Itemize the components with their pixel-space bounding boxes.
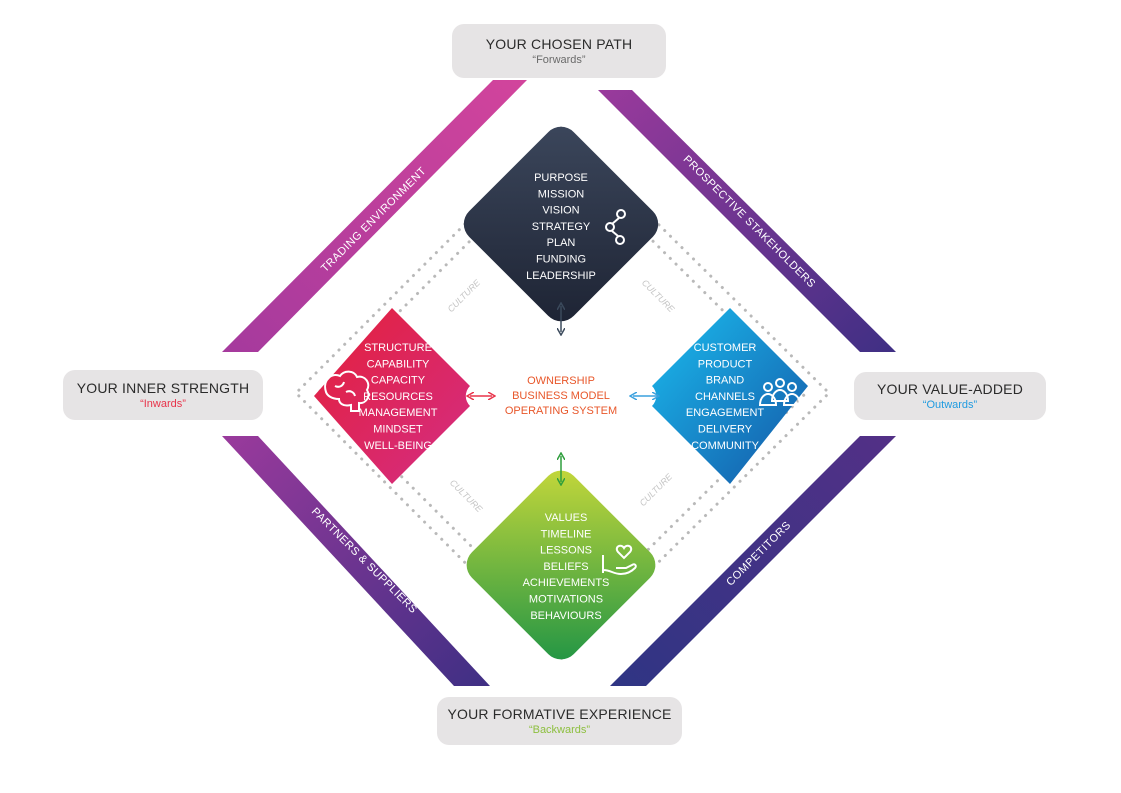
diamond-right-list: CUSTOMER PRODUCT BRAND CHANNELS ENGAGEMENT DE… <box>686 342 765 452</box>
diamond-right-item-4: ENGAGEMENT <box>686 407 765 419</box>
band-partners-suppliers: PARTNERS & SUPPLIERS <box>222 436 490 686</box>
diamond-bottom-item-0: VALUES <box>545 512 588 524</box>
callout-title: YOUR FORMATIVE EXPERIENCE <box>447 706 672 722</box>
diamond-right-item-1: PRODUCT <box>698 358 753 370</box>
diamond-top-item-5: FUNDING <box>536 254 586 266</box>
callout-title: YOUR INNER STRENGTH <box>76 380 250 396</box>
diamond-bottom-item-3: BELIEFS <box>543 561 588 573</box>
culture-label-bottom-left: CULTURE <box>448 478 485 515</box>
center-line-1: BUSINESS MODEL <box>512 390 610 402</box>
diamond-left-item-4: MANAGEMENT <box>359 407 438 419</box>
callout-title: YOUR VALUE-ADDED <box>876 381 1024 397</box>
callout-subtitle: “Inwards” <box>140 398 186 410</box>
diamond-left-item-3: RESOURCES <box>363 391 433 403</box>
diamond-left-item-5: MINDSET <box>373 424 423 436</box>
callout-formative-experience: YOUR FORMATIVE EXPERIENCE “Backwards” <box>437 697 682 745</box>
people-group-icon <box>758 378 802 406</box>
callout-title: YOUR CHOSEN PATH <box>485 36 633 52</box>
diamond-top-item-4: PLAN <box>547 237 576 249</box>
diamond-top-item-2: VISION <box>542 205 579 217</box>
diamond-right-item-0: CUSTOMER <box>694 342 757 354</box>
center-label: OWNERSHIP BUSINESS MODEL OPERATING SYSTEM <box>505 375 617 417</box>
band-label-prospective-stakeholders: PROSPECTIVE STAKEHOLDERS <box>681 153 818 290</box>
diamond-right-item-2: BRAND <box>706 375 745 387</box>
diamond-right-item-5: DELIVERY <box>698 424 753 436</box>
diamond-right-item-3: CHANNELS <box>695 391 755 403</box>
diamond-left-item-0: STRUCTURE <box>364 342 432 354</box>
callout-inner-strength: YOUR INNER STRENGTH “Inwards” <box>63 370 263 420</box>
diamond-top-list: PURPOSE MISSION VISION STRATEGY PLAN FUNDING L… <box>526 172 596 282</box>
band-label-trading-environment: TRADING ENVIRONMENT <box>319 165 429 275</box>
diamond-right-item-6: COMMUNITY <box>691 440 759 452</box>
diamond-left-item-2: CAPACITY <box>371 375 426 387</box>
diamond-formative-experience: VALUES TIMELINE LESSONS BELIEFS ACHIEVEMENTS… <box>466 470 656 660</box>
culture-label-top-right: CULTURE <box>640 278 677 315</box>
diamond-inner-strength: STRUCTURE CAPABILITY CAPACITY RESOURCES MANA… <box>314 308 470 484</box>
callout-subtitle: “Outwards” <box>922 399 978 411</box>
callout-chosen-path: YOUR CHOSEN PATH “Forwards” <box>452 24 666 78</box>
diamond-left-item-6: WELL-BEING <box>364 440 432 452</box>
band-label-competitors: COMPETITORS <box>724 519 793 588</box>
hand-heart-icon <box>602 544 637 576</box>
diamond-top-item-3: STRATEGY <box>532 221 591 233</box>
center-line-0: OWNERSHIP <box>527 375 595 387</box>
diamond-left-item-1: CAPABILITY <box>367 358 430 370</box>
diamond-top-item-1: MISSION <box>538 188 585 200</box>
diamond-bottom-item-5: MOTIVATIONS <box>529 594 603 606</box>
callout-value-added: YOUR VALUE-ADDED “Outwards” <box>854 372 1046 420</box>
diamond-chosen-path: PURPOSE MISSION VISION STRATEGY PLAN FUNDING L… <box>463 126 659 322</box>
diamond-top-item-6: LEADERSHIP <box>526 270 596 282</box>
diamond-bottom-item-4: ACHIEVEMENTS <box>523 577 610 589</box>
callout-subtitle: “Backwards” <box>528 724 591 736</box>
diamond-left-list: STRUCTURE CAPABILITY CAPACITY RESOURCES MANA… <box>359 342 438 452</box>
diamond-bottom-list: VALUES TIMELINE LESSONS BELIEFS ACHIEVEMENTS… <box>523 512 610 622</box>
diamond-bottom-item-6: BEHAVIOURS <box>530 610 601 622</box>
diamond-value-added: CUSTOMER PRODUCT BRAND CHANNELS ENGAGEMENT DE… <box>652 308 808 484</box>
diamond-bottom-item-1: TIMELINE <box>541 528 592 540</box>
band-label-partners-suppliers: PARTNERS & SUPPLIERS <box>309 506 419 616</box>
share-nodes-icon <box>605 209 626 245</box>
culture-label-bottom-right: CULTURE <box>638 471 675 508</box>
brain-icon <box>324 370 370 412</box>
diamond-bottom-item-2: LESSONS <box>540 545 592 557</box>
diamond-top-item-0: PURPOSE <box>534 172 588 184</box>
center-line-2: OPERATING SYSTEM <box>505 405 617 417</box>
culture-label-top-left: CULTURE <box>446 277 483 314</box>
callout-subtitle: “Forwards” <box>532 54 586 66</box>
